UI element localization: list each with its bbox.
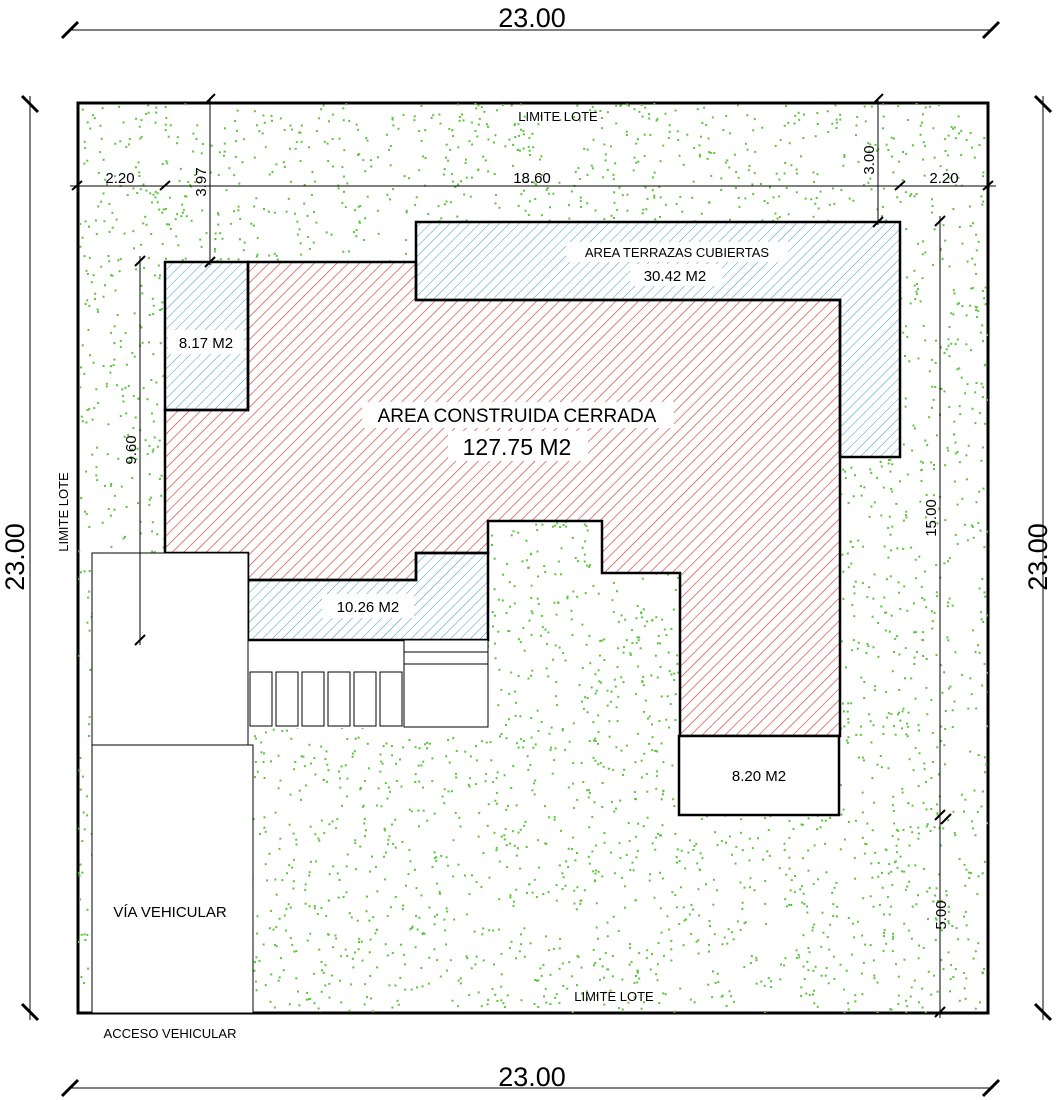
dim-right-depth: 15.00	[923, 499, 940, 537]
vehicle-lane	[91, 744, 254, 1014]
terrace-bottom-value: 10.26 M2	[337, 599, 400, 616]
label-limit-bottom: LIMITE LOTE	[574, 989, 654, 1004]
steps	[249, 639, 489, 728]
label-vehicle-access: ACCESO VEHICULAR	[104, 1026, 237, 1041]
dim-left-total: 23.00	[0, 523, 30, 591]
dim-top-total: 23.00	[498, 3, 566, 33]
dim-bottom-total: 23.00	[498, 1062, 566, 1092]
label-vehicle-lane: VÍA VEHICULAR	[113, 904, 227, 921]
dim-left-depth: 9.60	[123, 435, 140, 464]
label-limit-left: LIMITE LOTE	[56, 472, 71, 552]
dim-rear-setback: 5.00	[933, 900, 950, 929]
closed-built-value: 127.75 M2	[463, 434, 572, 460]
dim-front-offset-left: 3.97	[193, 167, 210, 196]
parking-area	[91, 552, 249, 746]
dim-setback-right: 2.20	[929, 170, 958, 187]
dim-right-total: 23.00	[1023, 523, 1053, 591]
covered-terraces-value: 30.42 M2	[644, 268, 707, 285]
covered-terraces-title: AREA TERRAZAS CUBIERTAS	[585, 245, 770, 260]
open-block	[677, 734, 841, 817]
area-label-backgrounds	[168, 242, 788, 618]
dimension-lines	[20, 20, 1053, 1098]
dim-building-width: 18.60	[513, 170, 551, 187]
open-block-value: 8.20 M2	[732, 768, 786, 785]
closed-built-title: AREA CONSTRUIDA CERRADA	[378, 406, 657, 427]
dim-setback-left: 2.20	[105, 170, 134, 187]
terrace-left-value: 8.17 M2	[179, 335, 233, 352]
label-limit-top: LIMITE LOTE	[518, 109, 598, 124]
covered-terrace-area	[414, 220, 902, 459]
dim-front-offset-right: 3.00	[861, 145, 878, 174]
